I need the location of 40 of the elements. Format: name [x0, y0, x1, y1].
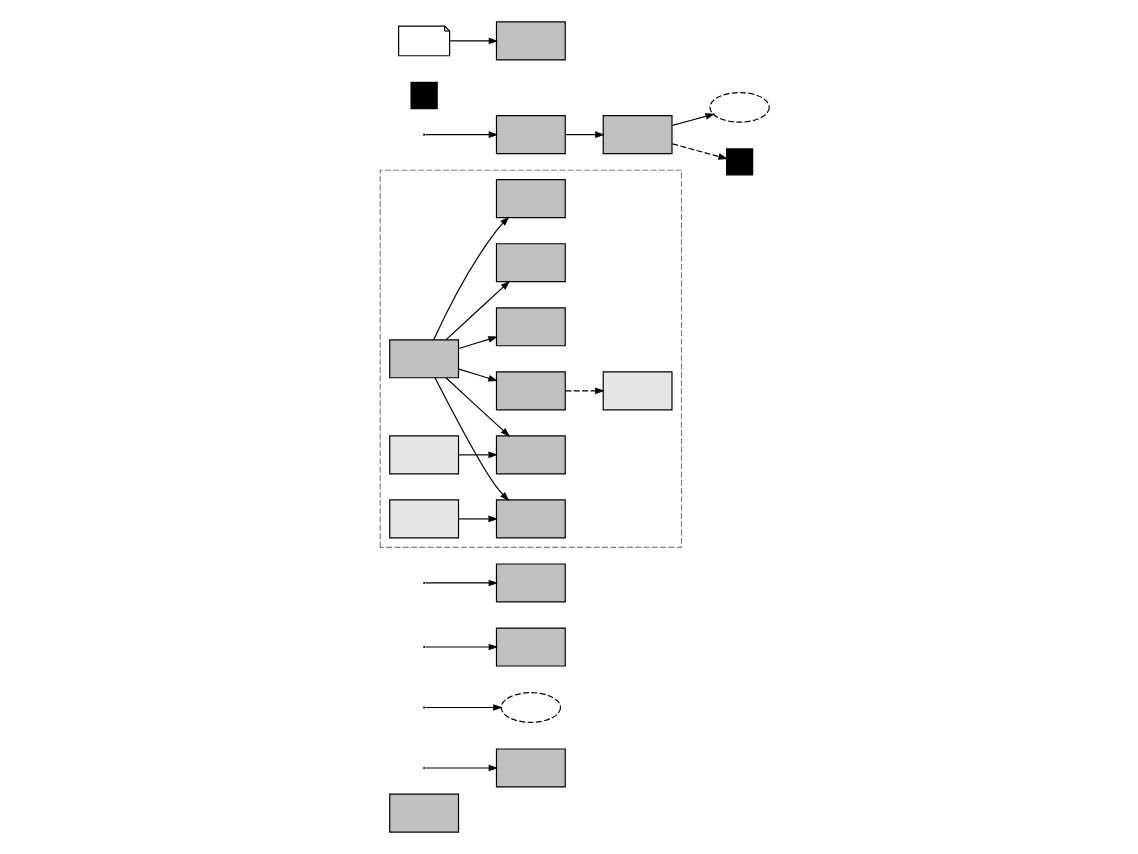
node-ellipse [499, 692, 561, 723]
node-box [494, 179, 565, 219]
arrow [423, 131, 498, 138]
node-box [494, 115, 565, 155]
node-box [388, 793, 459, 833]
node-box [388, 499, 459, 539]
arrow [423, 704, 502, 711]
node-box [494, 307, 565, 347]
arrow [423, 643, 498, 651]
node-box [494, 21, 565, 61]
arrow [444, 280, 510, 341]
node-disk [724, 148, 753, 176]
arrow [670, 143, 727, 160]
arrow [457, 451, 497, 459]
node-box [494, 627, 565, 667]
arrow [444, 377, 510, 437]
node-box [494, 435, 565, 475]
arrow [670, 113, 714, 126]
node-ellipse [708, 91, 769, 123]
node-box [494, 243, 565, 283]
node-box [601, 115, 672, 155]
arrow [564, 131, 604, 138]
arrow [564, 387, 604, 395]
arrow [448, 37, 498, 45]
arrow [432, 216, 509, 341]
node-disk [409, 81, 437, 110]
node-box [388, 339, 459, 379]
cluster [378, 169, 682, 548]
node-box [494, 499, 565, 539]
node-box [601, 371, 672, 411]
node-box [494, 563, 565, 603]
arrow [423, 579, 498, 587]
node-box [494, 371, 565, 411]
arrow [433, 377, 509, 502]
arrow [457, 515, 497, 523]
arrow [457, 336, 497, 350]
arrow [457, 368, 497, 382]
arrow [423, 764, 498, 772]
node-box [388, 435, 459, 475]
node-box [494, 748, 565, 788]
